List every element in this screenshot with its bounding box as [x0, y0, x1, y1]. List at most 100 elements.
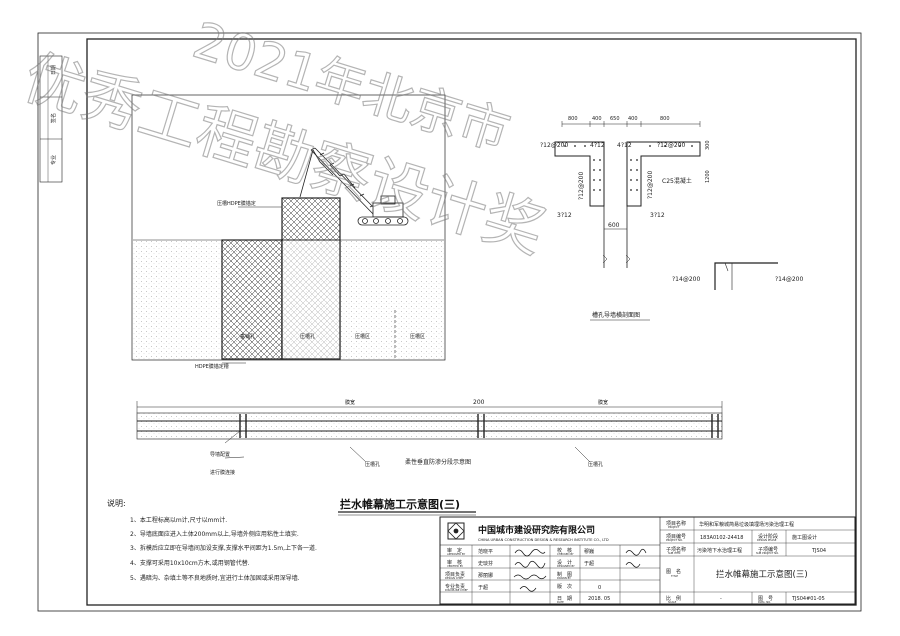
- hdpe-top-label: 压槽HDPE膜锚定: [217, 200, 256, 207]
- plan-note-3: 压槽孔: [365, 461, 380, 468]
- left-sign-strip: 日期 签名 专业: [39, 55, 63, 183]
- strip-date: 日期: [51, 65, 57, 75]
- lbl-drawn: 制 图: [557, 571, 572, 578]
- lbl-date-en: DATE: [557, 600, 564, 604]
- plan-note-2: 进行膜连接: [210, 469, 235, 476]
- outer-border: [37, 32, 862, 612]
- lbl-project-no-en: PROJECT NO.: [666, 538, 683, 542]
- rebar-left: ?12@200: [540, 142, 568, 149]
- val-approved: 范晓平: [478, 548, 493, 555]
- plan-label-top-left: 膜宽: [345, 399, 355, 406]
- lbl-proj-lead-en: DESIGN CHIEF: [445, 576, 464, 580]
- val-verified: 史琰芬: [478, 560, 493, 567]
- lbl-scale: 比 例: [666, 595, 681, 602]
- lbl-approved: 审 定: [447, 547, 462, 554]
- panel-lower: [221, 239, 283, 360]
- lbl-design-phase-en: DESIGN PHASE: [757, 538, 777, 542]
- val-design-phase: 施工图设计: [792, 534, 817, 541]
- val-proj-lead: 那丽娜: [478, 572, 493, 579]
- elevation-view: 压槽HDPE膜锚定 HDPE膜锚定槽 垂铺孔 压槽孔 压槽区 压槽区: [131, 94, 446, 370]
- lbl-sheet-no: 图 号: [758, 596, 773, 602]
- val-disc-lead: 于超: [478, 584, 488, 591]
- val-sheet-name: 拦水帷幕施工示意图(三): [716, 569, 808, 580]
- plan-dim-total: 200: [473, 399, 485, 406]
- val-date: 2018. 05: [588, 596, 610, 602]
- val-project-name: 华明和军粮城简易垃圾填埋场污染治理工程: [699, 521, 794, 528]
- lbl-disc-lead: 专业负责: [445, 583, 465, 590]
- notes-block: 说明: 1、本工程标高以m计,尺寸以mm计. 2、导墙底面应进入土体200mm以…: [107, 498, 317, 582]
- lbl-verified-en: VERIFIED BY: [447, 564, 463, 568]
- lbl-checked: 校 核: [557, 547, 572, 554]
- dim-1200: 1200: [705, 170, 711, 183]
- company-name-en: CHINA URBAN CONSTRUCTION DESIGN & RESEAR…: [478, 538, 609, 542]
- note-item-5: 5、遇暗沟、杂填土等不良地质时,宜进行土体加固或采用深导墙.: [130, 574, 300, 582]
- soil-label-3: 压槽区: [355, 333, 370, 340]
- val-designed: 于超: [584, 560, 594, 567]
- lbl-designed-en: DESIGNED BY: [557, 564, 575, 568]
- plan-label-top-right: 膜宽: [598, 399, 608, 406]
- dim-300: 300: [705, 140, 711, 150]
- lbl-approved-en: APPROVED BY: [447, 552, 466, 556]
- val-checked: 穆巍: [584, 548, 594, 555]
- hook-right: ?14@200: [775, 276, 803, 283]
- soil-label-4: 压槽区: [410, 333, 425, 340]
- hdpe-bottom-label: HDPE膜锚定槽: [195, 363, 229, 370]
- plan-center-title: 柔性垂直防渗分段示意图: [405, 458, 471, 466]
- lbl-project-no: 项目编号: [666, 533, 686, 540]
- rebar-vertical: ?12@200: [578, 172, 585, 200]
- dim-800-l: 800: [568, 116, 578, 122]
- rebar-mid-right: 4?12: [617, 142, 632, 149]
- notes-heading: 说明:: [107, 498, 126, 508]
- note-item-1: 1、本工程标高以m计,尺寸以mm计.: [130, 516, 227, 524]
- lbl-sheet-no-en: DWG. NO.: [758, 600, 771, 604]
- lbl-disc-lead-en: DISCIPLINE CHIEF: [445, 588, 468, 592]
- val-sheet-no: TJS04#01-05: [791, 596, 825, 602]
- lbl-date: 日 期: [557, 596, 572, 602]
- val-project-no: 183A0102-24418: [700, 535, 743, 541]
- strip-discipline: 专业: [50, 155, 57, 165]
- lbl-sub-no-en: SUB PROJECT NO.: [756, 551, 779, 555]
- hook-left: ?14@200: [672, 276, 700, 283]
- val-sub-no: TJS04: [811, 548, 826, 554]
- lbl-designed: 设 计: [557, 559, 572, 566]
- lbl-version: 版 次: [557, 583, 572, 590]
- val-version: 0: [598, 585, 601, 591]
- lbl-drawn-en: DRAWN BY: [557, 576, 571, 580]
- plan-soil-band: [136, 412, 723, 440]
- dim-600: 600: [608, 222, 620, 229]
- guide-wall-section: 800 400 650 400 800 600 ?12@200 4?12 4?1…: [540, 116, 803, 321]
- soil-label-2: 压槽孔: [300, 333, 315, 340]
- lbl-sub-name-en: SUB ITEM: [668, 551, 680, 555]
- rebar-bottom-left: 3?12: [557, 212, 572, 219]
- lbl-sub-name: 子项名称: [666, 546, 686, 553]
- company-logo: [447, 522, 465, 540]
- title-block: 中国城市建设研究院有限公司 CHINA URBAN CONSTRUCTION D…: [439, 516, 856, 605]
- lbl-sheet-name: 图 名: [666, 568, 681, 575]
- val-scale: -: [720, 596, 722, 602]
- soil-label-1: 垂铺孔: [240, 333, 255, 340]
- lbl-checked-en: CHECKED BY: [557, 552, 574, 556]
- rebar-bottom-right: 3?12: [650, 212, 665, 219]
- note-item-2: 2、导墙底面应进入土体200mm以上,导墙外侧应用粘性土填实.: [130, 530, 299, 538]
- dim-650: 650: [610, 116, 620, 122]
- plan-note-1: 导墙配置: [210, 451, 230, 458]
- note-item-4: 4、支撑可采用10x10cm方木,或用钢管代替.: [130, 559, 250, 567]
- lbl-sheet-name-en: TITLE: [671, 574, 678, 578]
- plan-strip: 200 膜宽 膜宽 导墙配置 进行膜连接 压槽孔 柔性垂直防渗分段示意图 压槽孔: [136, 399, 723, 476]
- lbl-verified: 审 核: [447, 559, 462, 566]
- lbl-project-name: 项目名称: [666, 520, 686, 527]
- plan-note-right: 压槽孔: [588, 461, 603, 468]
- val-sub-name: 污染地下水治理工程: [697, 547, 742, 554]
- lbl-proj-lead: 项目负责: [445, 571, 465, 578]
- dim-400-l: 400: [592, 116, 602, 122]
- rebar-mid-left: 4?12: [590, 142, 605, 149]
- note-item-3: 3、拆模后应立即在导墙间加设支撑,支撑水平间距为1.5m,上下各一道.: [130, 544, 317, 552]
- rebar-right: ?12@200: [657, 142, 685, 149]
- lbl-scale-en: SCALE: [668, 600, 677, 604]
- drawing-title: 拦水帷幕施工示意图(三): [340, 497, 460, 511]
- crane-drawing: [299, 147, 409, 226]
- inner-border: [86, 38, 857, 606]
- dim-800-r: 800: [660, 116, 670, 122]
- dim-400-r: 400: [628, 116, 638, 122]
